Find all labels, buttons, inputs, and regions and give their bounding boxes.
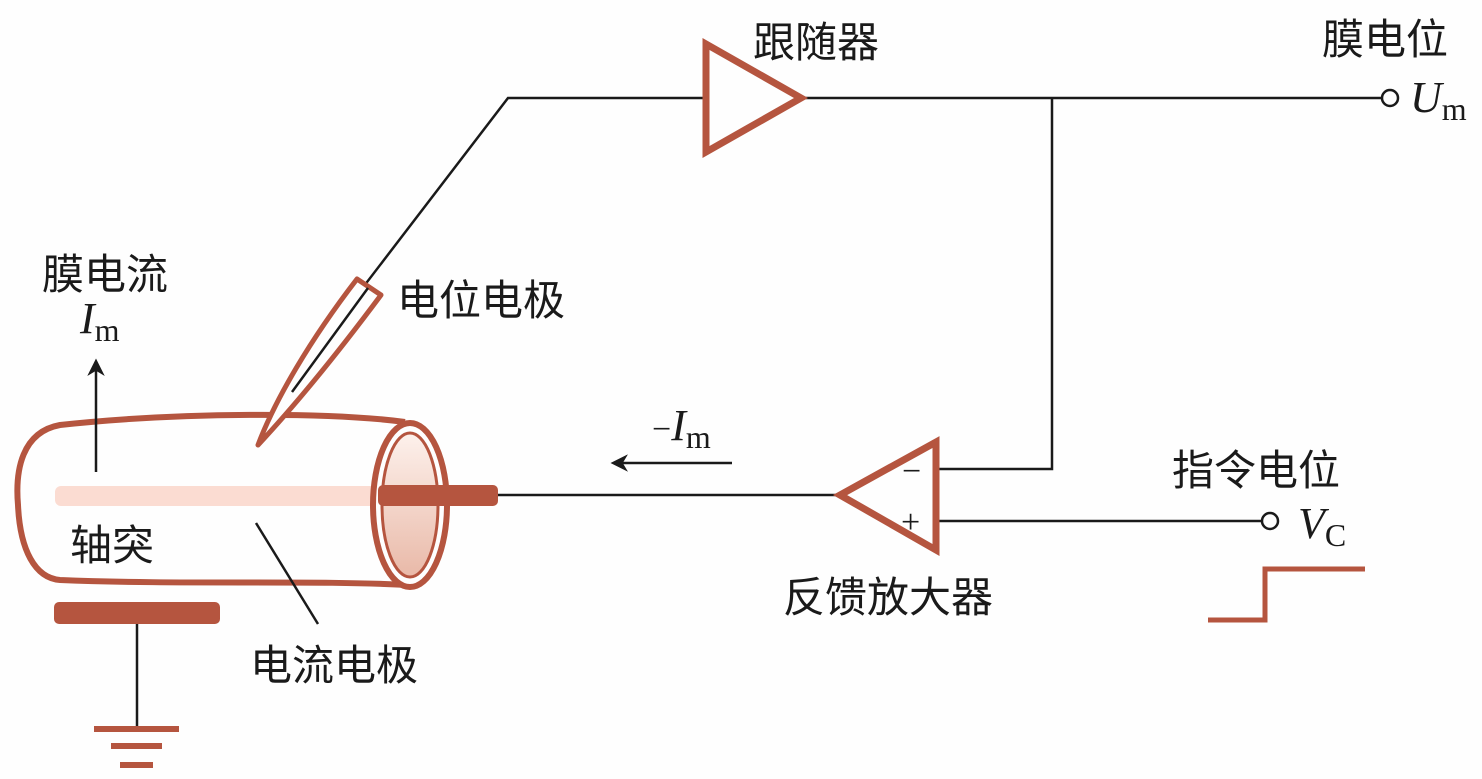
um-terminal (1380, 88, 1400, 108)
ground-icon-line-1 (94, 726, 179, 732)
ground-plate (54, 602, 220, 624)
command-potential-label: 指令电位 (1172, 446, 1340, 495)
membrane-current-label: 膜电流 (42, 250, 168, 299)
vc-label: VC (1298, 499, 1346, 553)
vc-subscript: C (1325, 517, 1346, 553)
ground-icon-line-2 (111, 743, 162, 749)
amplifier-plus-sign: + (901, 504, 920, 541)
um-label: Um (1410, 73, 1467, 127)
potential-electrode-wire (291, 96, 706, 381)
um-subscript: m (1442, 91, 1467, 127)
negative-im-subscript: m (686, 419, 711, 455)
feedback-amplifier-icon (832, 436, 940, 557)
amplifier-minus-sign: − (902, 453, 921, 490)
potential-electrode-icon (255, 276, 384, 448)
feedback-wire (938, 98, 1054, 471)
vc-terminal (1260, 511, 1280, 531)
membrane-potential-label: 膜电位 (1322, 15, 1448, 64)
potential-electrode-label: 电位电极 (397, 276, 565, 325)
negative-im-label: −Im (652, 401, 711, 455)
im-subscript: m (95, 312, 120, 348)
follower-label: 跟随器 (753, 18, 879, 67)
follower-amplifier-icon (702, 37, 809, 159)
axon-core (55, 486, 385, 506)
um-symbol: U (1410, 73, 1445, 122)
current-electrode-bar (378, 485, 498, 506)
feedback-amplifier-label: 反馈放大器 (783, 573, 993, 622)
im-symbol: I (79, 294, 97, 343)
current-electrode-label: 电流电极 (250, 641, 418, 690)
potential-electrode-inner-wire (290, 287, 370, 393)
negative-im-symbol: I (670, 401, 688, 450)
negative-im-prefix: − (652, 411, 671, 448)
current-electrode-pointer (254, 522, 320, 625)
im-label: Im (79, 294, 120, 348)
ground-icon-line-3 (120, 762, 153, 768)
axon-label: 轴突 (70, 521, 154, 570)
step-waveform-icon (1208, 566, 1365, 623)
vc-symbol: V (1298, 499, 1330, 548)
